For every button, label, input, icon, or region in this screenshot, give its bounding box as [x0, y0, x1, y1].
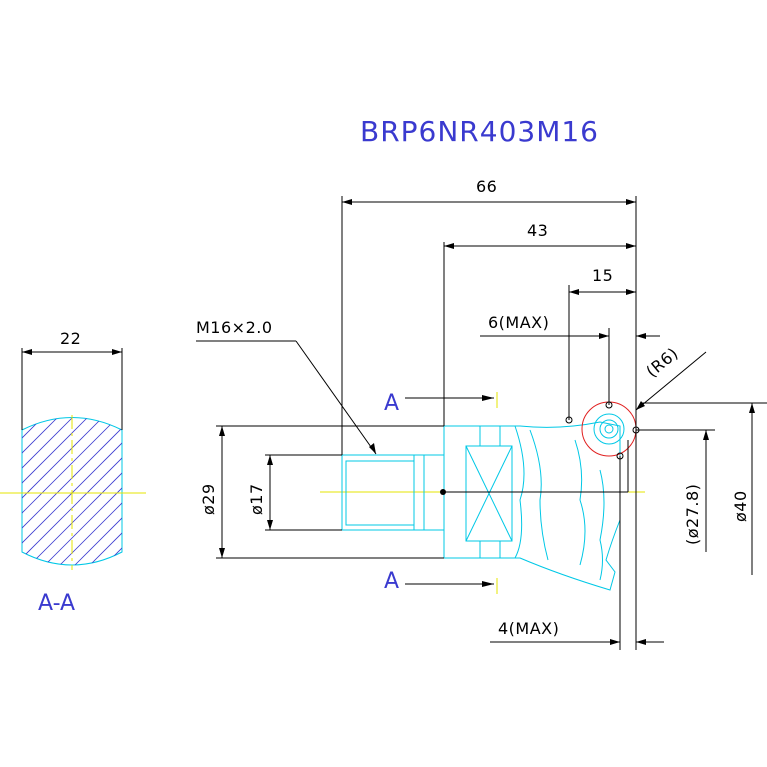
section-label: A-A: [38, 591, 75, 616]
dim-tip-length: 15: [592, 266, 613, 285]
dim-radius: (R6): [642, 344, 682, 382]
dim-dia-ball: (ø27.8): [683, 484, 702, 545]
drawing-title: BRP6NR403M16: [360, 115, 599, 148]
dim-dia-29: ø29: [199, 483, 218, 515]
section-marker-bottom: A: [384, 569, 399, 594]
section-outline: [21, 417, 123, 566]
dim-gap-top: 6(MAX): [488, 313, 549, 332]
thread-callout: M16×2.0: [196, 318, 273, 337]
dim-dia-40: ø40: [731, 490, 750, 522]
dim-section-width: 22: [60, 329, 81, 348]
section-marker-top: A: [384, 391, 399, 416]
side-view: ø29 ø17 66 43 15 6(MAX) 4(MAX): [196, 177, 767, 650]
body-outline: [444, 421, 621, 591]
dim-overall-length: 66: [476, 177, 497, 196]
dim-gap-bottom: 4(MAX): [498, 619, 559, 638]
section-view: 22 A-A: [0, 329, 146, 616]
dim-body-length: 43: [527, 221, 548, 240]
dim-dia-17: ø17: [247, 483, 266, 515]
